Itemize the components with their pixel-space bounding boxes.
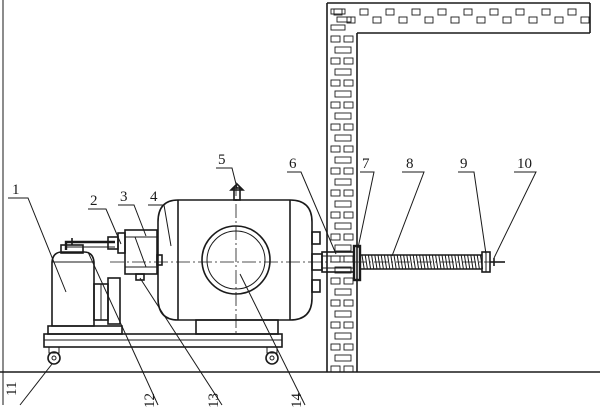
label-7: 7	[362, 156, 370, 172]
rotating-drum	[156, 199, 323, 335]
label-14: 14	[289, 393, 305, 409]
caster-wheel-left	[47, 346, 61, 365]
label-13: 13	[206, 393, 222, 408]
label-9: 9	[460, 156, 468, 172]
brick-wall	[326, 2, 591, 373]
label-1: 1	[12, 182, 20, 198]
pipe-connection	[64, 232, 126, 254]
label-8: 8	[406, 156, 414, 172]
label-6: 6	[289, 156, 297, 172]
base-frame	[43, 333, 283, 348]
label-3: 3	[120, 189, 128, 205]
wall-flange	[352, 244, 362, 282]
label-11: 11	[4, 382, 20, 396]
label-4: 4	[150, 189, 158, 205]
label-12: 12	[142, 393, 158, 408]
label-2: 2	[90, 193, 98, 209]
motor	[47, 238, 123, 335]
leader-lines	[8, 167, 537, 406]
label-10: 10	[517, 156, 532, 172]
gear-reducer	[124, 229, 158, 281]
part-labels: 1 2 3 4 5 6 7 8 9 10 11 12 13 14	[4, 152, 532, 408]
caster-wheel-right	[265, 346, 279, 365]
label-5: 5	[218, 152, 226, 168]
